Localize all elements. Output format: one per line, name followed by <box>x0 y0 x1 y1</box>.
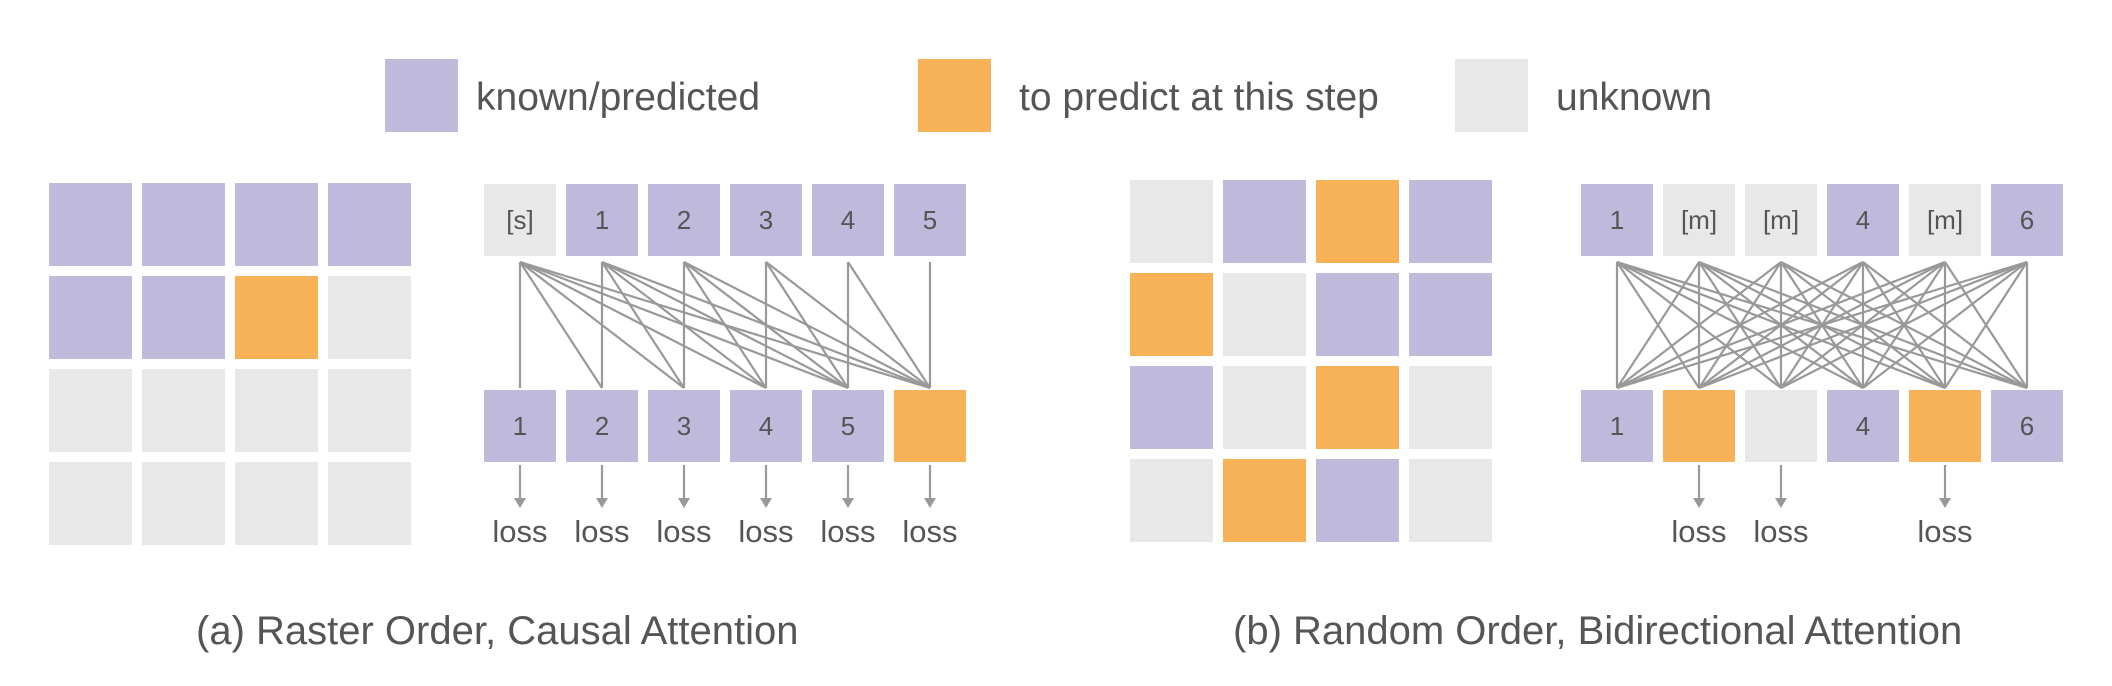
legend-label-predict: to predict at this step <box>1019 76 1379 119</box>
panel-b-top-token: 4 <box>1827 184 1899 256</box>
panel-b-top-token: 6 <box>1991 184 2063 256</box>
panel-a-loss-label: loss <box>902 514 958 549</box>
panel-a-grid-cell-unknown <box>328 462 411 545</box>
panel-b-grid-cell-unknown <box>1130 459 1213 542</box>
panel-a-grid-cell-known <box>49 183 132 266</box>
attention-line <box>1616 260 1946 390</box>
legend-label-unknown: unknown <box>1556 76 1713 119</box>
attention-line <box>1616 261 1782 389</box>
panel-b-grid-cell-predict <box>1316 180 1399 263</box>
panel-b-bottom-token <box>1909 390 1981 462</box>
panel-a-grid-cell-known <box>49 276 132 359</box>
panel-b-bottom-token: 6 <box>1991 390 2063 462</box>
loss-arrow-head <box>1775 498 1787 508</box>
panel-b-top-token: [m] <box>1663 184 1735 256</box>
panel-b-grid-cell-predict <box>1223 459 1306 542</box>
loss-arrow-head <box>1693 498 1705 508</box>
loss-arrow-head <box>760 498 772 508</box>
loss-arrow-head <box>1939 498 1951 508</box>
loss-arrow-head <box>842 498 854 508</box>
panel-b-caption: (b) Random Order, Bidirectional Attentio… <box>1233 609 1963 653</box>
panel-a-top-token: 2 <box>648 184 720 256</box>
panel-a-grid-cell-unknown <box>235 369 318 452</box>
panel-b-grid-cell-known <box>1409 180 1492 263</box>
attention-line <box>1616 260 2028 390</box>
panel-b-grid-cell-known <box>1130 366 1213 449</box>
panel-a-bottom-token: 3 <box>648 390 720 462</box>
attention-line <box>519 261 603 389</box>
legend-swatch-known <box>385 59 458 132</box>
panel-a-grid-cell-known <box>142 276 225 359</box>
panel-b-loss-label: loss <box>1753 514 1809 549</box>
attention-line <box>1698 260 2028 390</box>
panel-a-top-token: 3 <box>730 184 802 256</box>
panel-b-top-token: [m] <box>1745 184 1817 256</box>
attention-line <box>601 261 685 389</box>
panel-a-grid-cell-unknown <box>142 369 225 452</box>
panel-b-bottom-token <box>1745 390 1817 462</box>
panel-b-loss-label: loss <box>1917 514 1973 549</box>
panel-b-grid-cell-unknown <box>1130 180 1213 263</box>
attention-line <box>1944 261 2028 389</box>
attention-line <box>683 261 767 389</box>
panel-a-top-token: 1 <box>566 184 638 256</box>
panel-a-loss-label: loss <box>574 514 630 549</box>
panel-a-grid-cell-known <box>235 183 318 266</box>
panel-b-grid-cell-known <box>1223 180 1306 263</box>
attention-line <box>765 261 849 389</box>
panel-a-bottom-token: 4 <box>730 390 802 462</box>
panel-b-bottom-token <box>1663 390 1735 462</box>
legend-swatch-unknown <box>1455 59 1528 132</box>
panel-a-bottom-token: 5 <box>812 390 884 462</box>
attention-line <box>1616 261 1700 389</box>
panel-b-grid-cell-unknown <box>1409 459 1492 542</box>
panel-a-grid-cell-unknown <box>328 276 411 359</box>
panel-a-grid-cell-unknown <box>235 462 318 545</box>
panel-a-grid-cell-known <box>142 183 225 266</box>
panel-a-top-token: 4 <box>812 184 884 256</box>
panel-a-grid-cell-known <box>328 183 411 266</box>
panel-a-grid-cell-predict <box>235 276 318 359</box>
legend-swatch-predict <box>918 59 991 132</box>
panel-b-grid-cell-known <box>1316 273 1399 356</box>
panel-a-grid-cell-unknown <box>328 369 411 452</box>
panel-b-loss-label: loss <box>1671 514 1727 549</box>
loss-arrow-head <box>514 498 526 508</box>
panel-a-caption: (a) Raster Order, Causal Attention <box>196 609 799 653</box>
panel-b-grid-cell-unknown <box>1409 366 1492 449</box>
panel-b-grid-cell-known <box>1409 273 1492 356</box>
panel-b-top-token: [m] <box>1909 184 1981 256</box>
loss-arrow-head <box>596 498 608 508</box>
panel-b-bottom-token: 1 <box>1581 390 1653 462</box>
panel-a-loss-label: loss <box>492 514 548 549</box>
panel-a-top-token: [s] <box>484 184 556 256</box>
panel-b-bottom-token: 4 <box>1827 390 1899 462</box>
panel-b-grid-cell-unknown <box>1223 366 1306 449</box>
panel-b-grid-cell-predict <box>1316 366 1399 449</box>
panel-a-grid-cell-unknown <box>49 369 132 452</box>
panel-a-loss-label: loss <box>820 514 876 549</box>
attention-line <box>1862 261 2028 389</box>
panel-a-bottom-token <box>894 390 966 462</box>
attention-line <box>1616 261 1864 389</box>
panel-a-bottom-token: 2 <box>566 390 638 462</box>
attention-line <box>847 261 931 389</box>
panel-a-loss-label: loss <box>738 514 794 549</box>
panel-a-bottom-token: 1 <box>484 390 556 462</box>
panel-b-grid-cell-unknown <box>1223 273 1306 356</box>
attention-line <box>1780 261 2028 389</box>
loss-arrow-head <box>924 498 936 508</box>
panel-a-top-token: 5 <box>894 184 966 256</box>
panel-a-grid-cell-unknown <box>142 462 225 545</box>
panel-a-grid-cell-unknown <box>49 462 132 545</box>
panel-a-loss-label: loss <box>656 514 712 549</box>
legend-label-known: known/predicted <box>476 76 761 119</box>
panel-b-grid-cell-predict <box>1130 273 1213 356</box>
panel-b-grid-cell-known <box>1316 459 1399 542</box>
loss-arrow-head <box>678 498 690 508</box>
panel-b-top-token: 1 <box>1581 184 1653 256</box>
